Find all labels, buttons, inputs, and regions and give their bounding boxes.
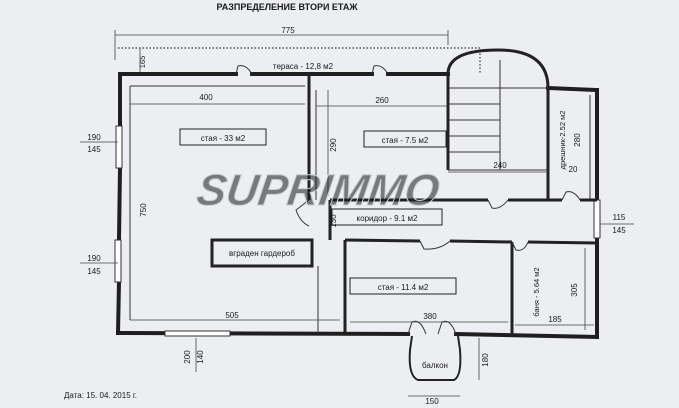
- room-114-label: стая - 11.4 м2: [378, 283, 429, 292]
- bottom-window: [164, 330, 231, 337]
- right-window: [593, 199, 601, 239]
- left-window-top: [115, 125, 123, 169]
- watermark-logo: SUPRIMMO: [194, 166, 443, 215]
- dim-20-label: 20: [569, 165, 578, 174]
- room-114-box: [349, 277, 457, 295]
- dressing-label: дрешник-2.52 м2: [558, 111, 567, 170]
- dim-750-label: 750: [139, 203, 148, 217]
- terrace-outline: [118, 47, 481, 73]
- dim-left-bottom: 190 145: [80, 254, 118, 276]
- room-33-label: стая - 33 м2: [201, 134, 246, 143]
- dim-145-label: 145: [87, 145, 101, 154]
- dim-290-label: 290: [329, 138, 338, 152]
- dim-190-label: 190: [87, 133, 101, 142]
- dim-380-label: 380: [423, 312, 437, 321]
- dim-145r-label: 145: [612, 226, 626, 235]
- bath-label: баня - 5.64 м2: [532, 267, 541, 316]
- dim-505-label: 505: [225, 311, 239, 320]
- dim-150-label: 150: [425, 397, 439, 406]
- dim-180-label: 180: [481, 353, 490, 367]
- dim-240-label: 240: [493, 161, 507, 170]
- interior-walls: [179, 76, 598, 336]
- left-window-bottom: [114, 239, 122, 283]
- balcony-label: балкон: [422, 361, 448, 370]
- dimension-775: 775: [114, 26, 449, 60]
- dim-145b-label: 145: [87, 267, 101, 276]
- dim-165-label: 165: [138, 56, 147, 69]
- dim-400-label: 400: [199, 93, 213, 102]
- dim-140-label: 140: [196, 350, 205, 364]
- dim-305-label: 305: [570, 283, 579, 297]
- room-75-box: [363, 130, 447, 148]
- dim-left-top: 190 145: [80, 133, 118, 154]
- dim-185-label: 185: [548, 315, 562, 324]
- corridor-label: коридор - 9.1 м2: [357, 214, 418, 223]
- dim-280-label: 280: [573, 133, 582, 147]
- wardrobe-block: [210, 238, 314, 268]
- balcony-outline: [408, 335, 462, 381]
- staircase: [446, 48, 550, 171]
- corridor-box: [331, 208, 443, 226]
- dim-260-label: 260: [375, 96, 389, 105]
- plan-title: РАЗПРЕДЕЛЕНИЕ ВТОРИ ЕТАЖ: [217, 2, 359, 12]
- outer-walls: [115, 72, 600, 340]
- room-75-label: стая - 7.5 м2: [382, 136, 429, 145]
- plan-date: Дата: 15. 04. 2015 г.: [64, 391, 137, 400]
- dim-200-label: 200: [183, 350, 192, 364]
- dim-130-label: 130: [329, 214, 338, 228]
- terrace-label: тераса - 12,8 м2: [273, 62, 334, 71]
- wardrobe-label: вграден гардероб: [229, 249, 295, 258]
- room-33-box: [179, 128, 267, 146]
- dim-115-label: 115: [613, 213, 626, 222]
- dim-190b-label: 190: [87, 254, 101, 263]
- dim-775-label: 775: [281, 26, 295, 35]
